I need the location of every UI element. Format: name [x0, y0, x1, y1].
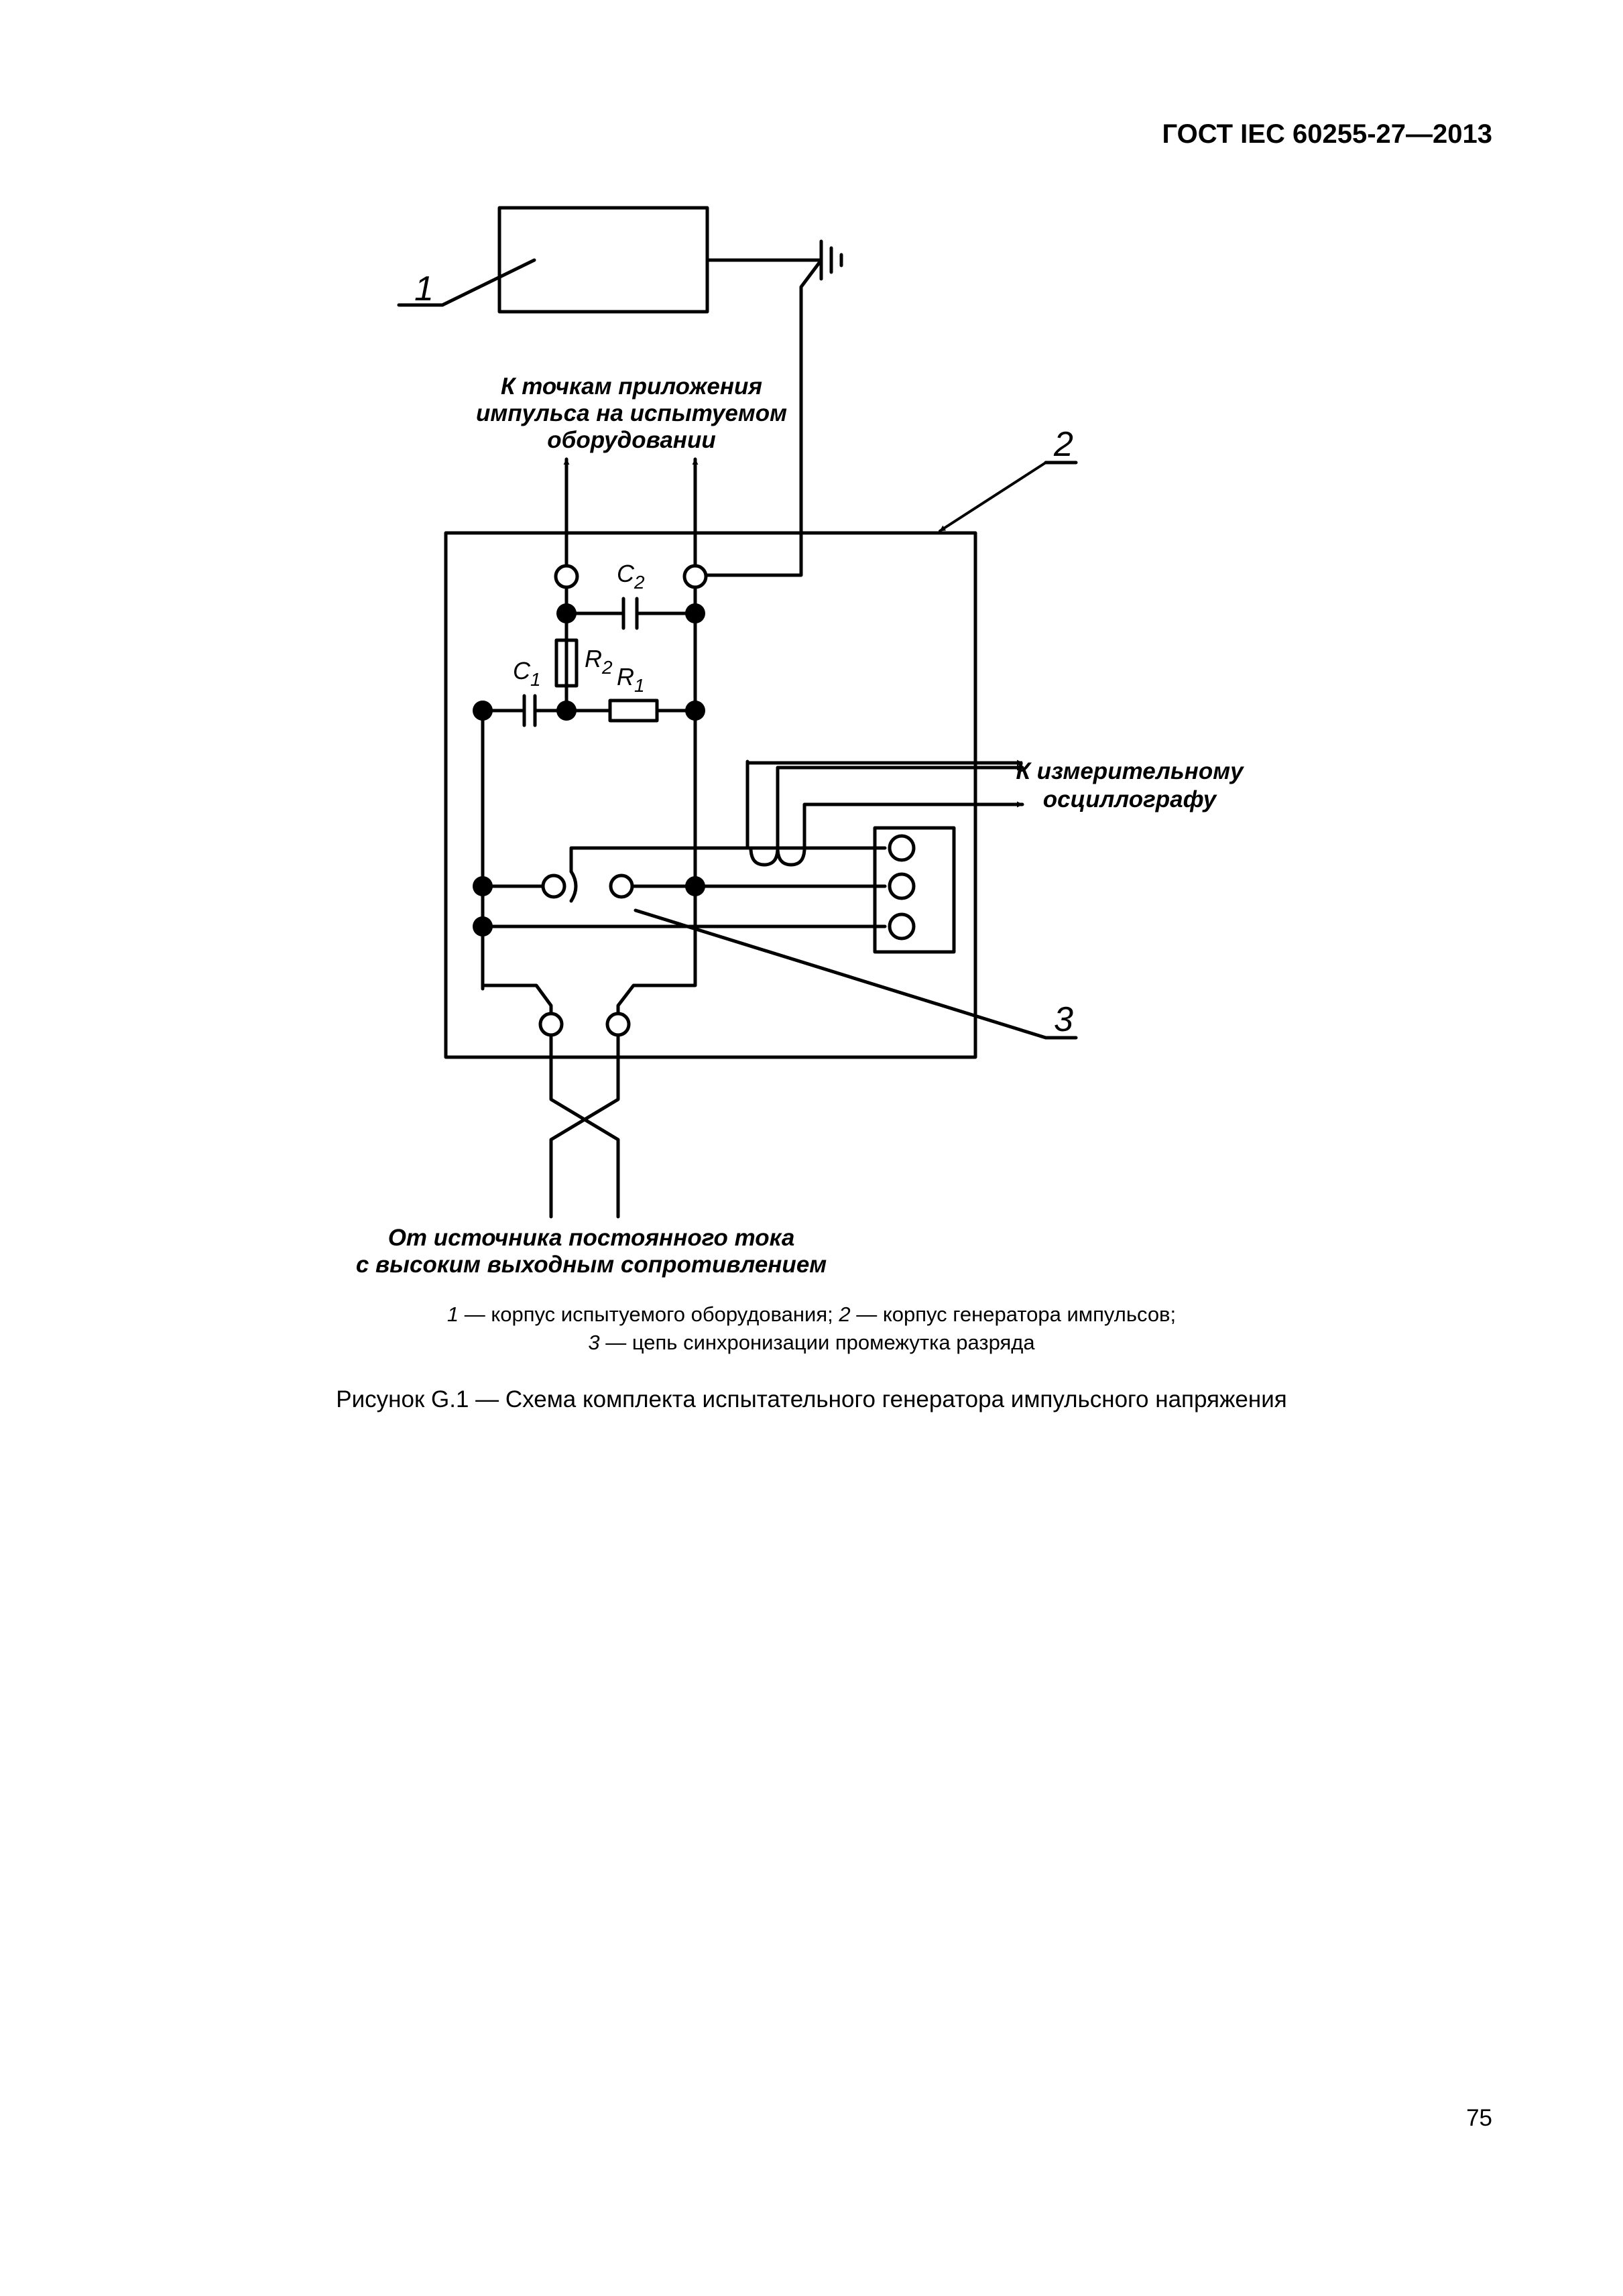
- callout-1: 1: [414, 269, 434, 308]
- generator-enclosure: [444, 531, 977, 1059]
- oscilloscope-label-line-1: К измерительному: [1016, 758, 1244, 784]
- dc-source-label-line-1: От источника постоянного тока: [388, 1225, 795, 1251]
- ground-icon: [819, 239, 843, 281]
- callout-2: 2: [1053, 425, 1073, 464]
- output-label-line-1: К точкам приложения: [501, 373, 762, 400]
- dc-source-label-line-2: с высоким выходным сопротивлением: [356, 1252, 827, 1278]
- impulse-generator-schematic: 1 2 3 К точкам приложения импульса на ис…: [356, 206, 1244, 1278]
- output-terminal-left: [554, 564, 579, 589]
- terminal-box-pin-3: [888, 912, 916, 941]
- terminal-box-pin-2: [888, 872, 916, 900]
- label-c1: C1: [513, 657, 541, 690]
- label-r2: R2: [585, 645, 613, 678]
- current-transformer-coil: [749, 846, 806, 867]
- figure-legend: 1 — корпус испытуемого оборудования; 2 —…: [0, 1301, 1623, 1357]
- output-label-line-3: оборудовании: [547, 427, 715, 453]
- dc-input-terminal-left: [538, 1012, 564, 1037]
- equipment-enclosure: [497, 206, 709, 314]
- resistor-r2: [554, 638, 579, 688]
- terminal-box: [873, 826, 956, 954]
- page-number: 75: [1466, 2105, 1492, 2131]
- output-label-line-2: импульса на испытуемом: [476, 400, 787, 426]
- dc-input-terminal-right: [605, 1012, 631, 1037]
- page-header: ГОСТ IEC 60255-27—2013: [1162, 119, 1492, 149]
- spark-gap-electrode-left: [541, 873, 566, 899]
- label-r1: R1: [617, 663, 645, 696]
- resistor-r1: [608, 699, 659, 723]
- legend-line-1: 1 — корпус испытуемого оборудования; 2 —…: [446, 1303, 1177, 1326]
- legend-line-2: 3 — цепь синхронизации промежутка разряд…: [588, 1331, 1035, 1354]
- output-terminal-right: [682, 564, 708, 589]
- label-c2: C2: [617, 560, 645, 593]
- oscilloscope-label-line-2: осциллографу: [1043, 786, 1217, 812]
- callout-3: 3: [1054, 1000, 1073, 1039]
- terminal-box-pin-1: [888, 834, 916, 862]
- spark-gap-electrode-right: [609, 873, 634, 899]
- figure-caption: Рисунок G.1 — Схема комплекта испытатель…: [336, 1386, 1287, 1412]
